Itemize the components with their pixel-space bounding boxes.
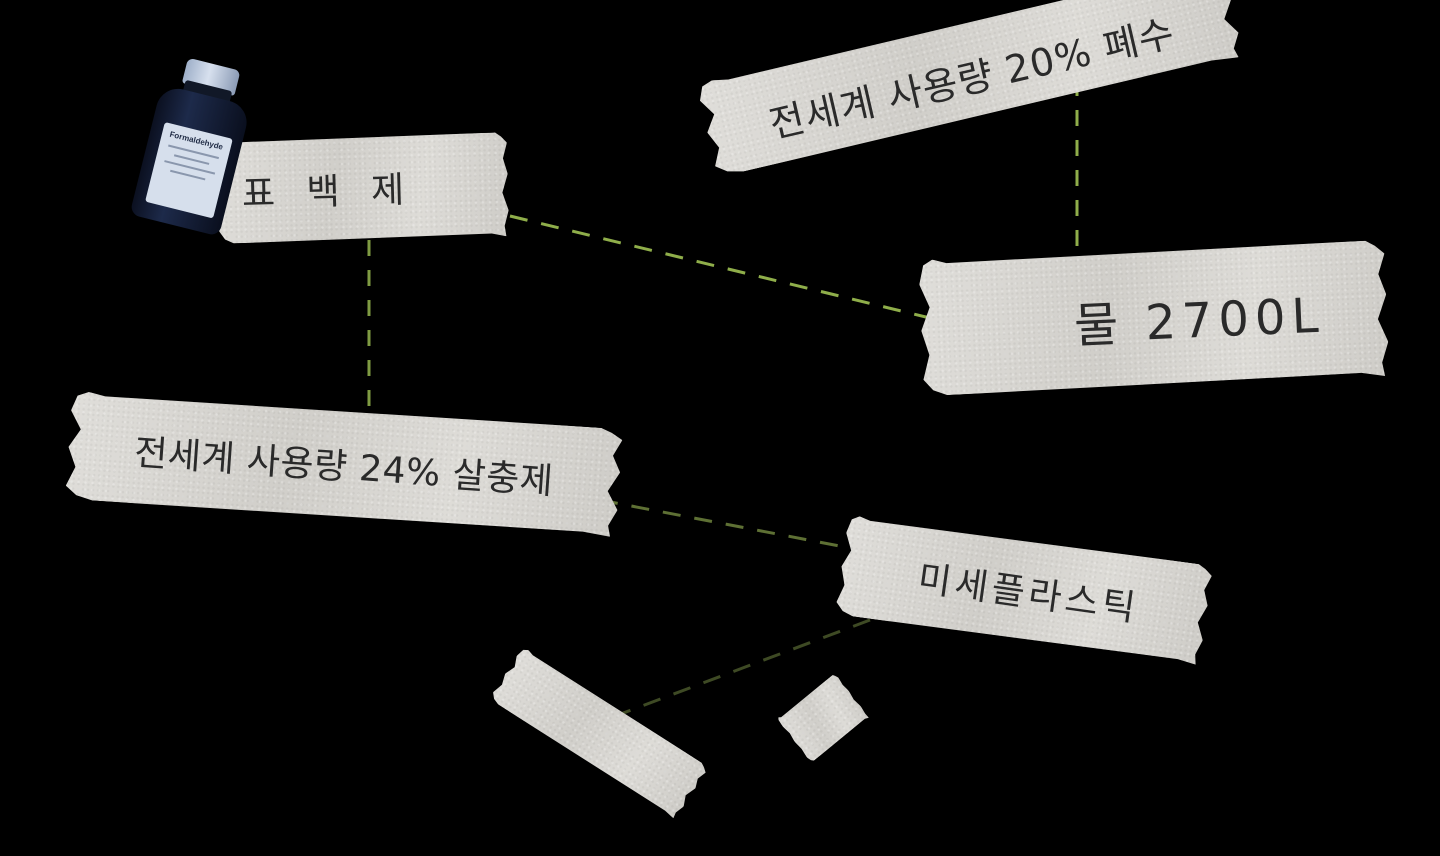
label-bleach: 표 백 제 — [241, 169, 415, 216]
bottle-body: Formaldehyde — [129, 84, 252, 237]
connector-pesticide-to-microplastic — [599, 498, 851, 550]
label-pesticide: 전세계 사용량 24% 살충제 — [132, 432, 555, 503]
label-water: 물 2700L — [1072, 287, 1326, 355]
bottle-label-line — [170, 169, 206, 181]
label-microplastic: 미세플라스틱 — [915, 558, 1142, 630]
connector-microplastic-to-blank — [609, 618, 871, 720]
tape-water: 물 2700L — [918, 240, 1389, 396]
bottle-label: Formaldehyde — [145, 122, 233, 219]
connector-bleach-to-water — [509, 214, 931, 320]
tape-bleach: 표 백 제 — [217, 132, 510, 244]
